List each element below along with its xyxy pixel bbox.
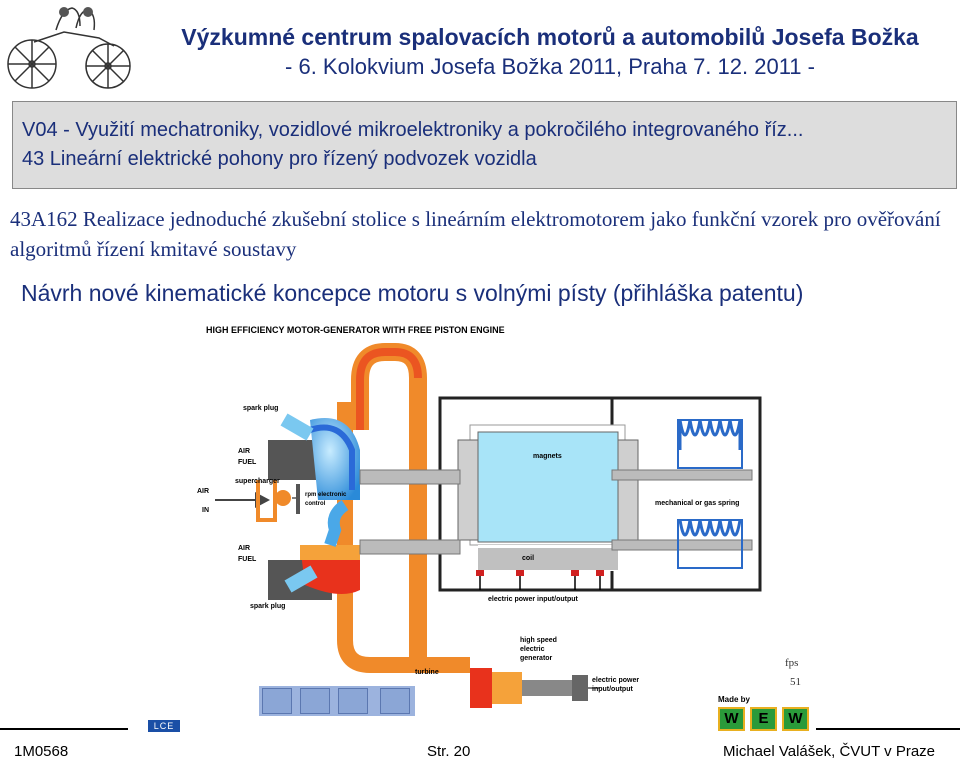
label-air-top: AIR <box>238 448 250 455</box>
label-gen-2: electric <box>520 646 545 653</box>
label-turbine: turbine <box>415 669 439 676</box>
label-spark-plug-top: spark plug <box>243 405 278 412</box>
label-coil: coil <box>522 555 534 562</box>
label-spark-plug-bottom: spark plug <box>250 603 285 610</box>
label-spring: mechanical or gas spring <box>655 500 739 507</box>
subtopic-text: 43A162 Realizace jednoduché zkušební sto… <box>10 207 941 261</box>
slide-heading: Návrh nové kinematické koncepce motoru s… <box>21 280 804 306</box>
footer-author: Michael Valášek, ČVUT v Praze <box>723 743 936 760</box>
topic-line-1: V04 - Využití mechatroniky, vozidlové mi… <box>22 119 804 141</box>
fps-label: fps <box>785 657 799 669</box>
colloquium-subtitle: - 6. Kolokvium Josefa Božka 2011, Praha … <box>285 54 815 79</box>
stop-button[interactable] <box>300 688 330 714</box>
diagram-title: HIGH EFFICIENCY MOTOR-GENERATOR WITH FRE… <box>206 325 505 335</box>
rewind-button[interactable] <box>262 688 292 714</box>
label-rpm-2: control <box>305 501 326 507</box>
topic-line-2: 43 Lineární elektrické pohony pro řízený… <box>22 148 537 170</box>
footer-rule-left <box>0 728 128 730</box>
brand-box-3: W <box>782 707 809 731</box>
label-electric-power: electric power input/output <box>488 596 579 603</box>
footer-page-number: Str. 20 <box>427 743 471 760</box>
step-button[interactable] <box>338 688 368 714</box>
label-fuel-bottom: FUEL <box>238 556 257 563</box>
label-air-in-1: AIR <box>197 488 209 495</box>
lce-logo: LCE <box>148 720 180 732</box>
label-gen-1: high speed <box>520 637 557 644</box>
label-supercharger: supercharger <box>235 478 280 485</box>
play-button[interactable] <box>380 688 410 714</box>
institution-title: Výzkumné centrum spalovacích motorů a au… <box>181 24 919 50</box>
label-gen-power-2: input/output <box>592 686 633 693</box>
topic-box: V04 - Využití mechatroniky, vozidlové mi… <box>12 101 957 189</box>
footer-project-code: 1M0568 <box>14 743 69 760</box>
made-by-label: Made by <box>718 695 751 704</box>
label-fuel-top: FUEL <box>238 459 257 466</box>
label-magnets: magnets <box>533 453 562 460</box>
vintage-car-logo <box>7 7 131 89</box>
brand-box-2: E <box>750 707 777 731</box>
label-gen-power-1: electric power <box>592 677 639 684</box>
brand-box-1: W <box>718 707 745 731</box>
fps-value: 51 <box>790 676 801 688</box>
label-air-bottom: AIR <box>238 545 250 552</box>
label-air-in-2: IN <box>202 507 209 514</box>
label-gen-3: generator <box>520 655 553 662</box>
footer-rule-right <box>816 728 960 730</box>
label-rpm-1: rpm electronic <box>305 492 347 498</box>
engine-diagram: HIGH EFFICIENCY MOTOR-GENERATOR WITH FRE… <box>197 325 762 708</box>
